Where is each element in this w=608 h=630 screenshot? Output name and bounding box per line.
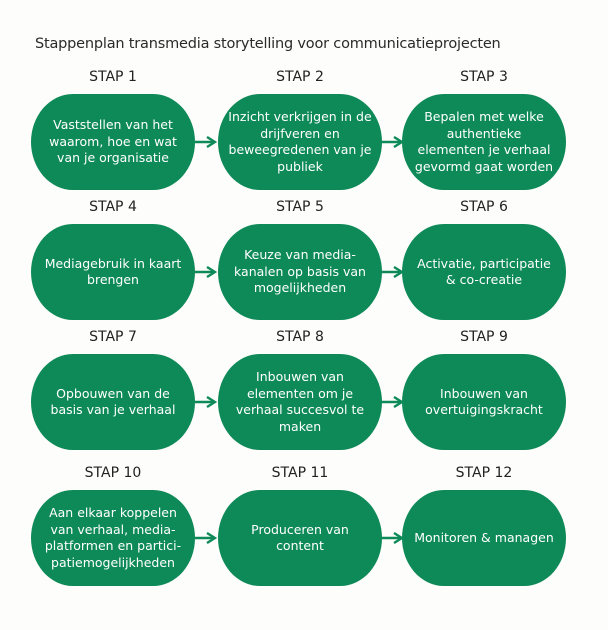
arrow-right-icon [380, 396, 404, 408]
step-label: STAP 11 [271, 465, 329, 481]
step-box: Inbouwen van overtuigingskracht [402, 354, 566, 450]
step-label: STAP 8 [276, 329, 324, 345]
step-box: Mediagebruik in kaart brengen [31, 224, 195, 320]
step-box: Produceren van content [218, 490, 382, 586]
diagram-title: Stappenplan transmedia storytelling voor… [35, 36, 501, 52]
step-12: STAP 12 Monitoren & managen [402, 462, 566, 586]
arrow-right-icon [193, 136, 217, 148]
arrow-right-icon [193, 532, 217, 544]
arrow-right-icon [380, 532, 404, 544]
step-10: STAP 10 Aan elkaar koppelen van verhaal, … [31, 462, 195, 586]
step-label: STAP 7 [89, 329, 137, 345]
step-box: Aan elkaar koppelen van verhaal, media-p… [31, 490, 195, 586]
step-box: Inbouwen van elementen om je verhaal suc… [218, 354, 382, 450]
step-8: STAP 8 Inbouwen van elementen om je verha… [218, 326, 382, 450]
step-label: STAP 5 [276, 199, 324, 215]
step-box: Activatie, participatie & co-creatie [402, 224, 566, 320]
step-label: STAP 1 [89, 69, 137, 85]
step-label: STAP 9 [460, 329, 508, 345]
step-box: Monitoren & managen [402, 490, 566, 586]
step-2: STAP 2 Inzicht verkrijgen in de drijfvere… [218, 66, 382, 190]
step-box: Inzicht verkrijgen in de drijfveren en b… [218, 94, 382, 190]
step-6: STAP 6 Activatie, participatie & co-creat… [402, 196, 566, 320]
step-label: STAP 4 [89, 199, 137, 215]
arrow-right-icon [380, 136, 404, 148]
step-3: STAP 3 Bepalen met welke authentieke elem… [402, 66, 566, 190]
step-label: STAP 3 [460, 69, 508, 85]
step-5: STAP 5 Keuze van media-kanalen op basis v… [218, 196, 382, 320]
step-9: STAP 9 Inbouwen van overtuigingskracht [402, 326, 566, 450]
step-label: STAP 6 [460, 199, 508, 215]
step-box: Vaststellen van het waarom, hoe en wat v… [31, 94, 195, 190]
step-label: STAP 10 [84, 465, 142, 481]
step-label: STAP 2 [276, 69, 324, 85]
step-1: STAP 1 Vaststellen van het waarom, hoe en… [31, 66, 195, 190]
step-7: STAP 7 Opbouwen van de basis van je verha… [31, 326, 195, 450]
arrow-right-icon [380, 266, 404, 278]
step-4: STAP 4 Mediagebruik in kaart brengen [31, 196, 195, 320]
step-box: Bepalen met welke authentieke elementen … [402, 94, 566, 190]
step-label: STAP 12 [455, 465, 513, 481]
step-box: Keuze van media-kanalen op basis van mog… [218, 224, 382, 320]
step-box: Opbouwen van de basis van je verhaal [31, 354, 195, 450]
step-11: STAP 11 Produceren van content [218, 462, 382, 586]
arrow-right-icon [193, 396, 217, 408]
arrow-right-icon [193, 266, 217, 278]
